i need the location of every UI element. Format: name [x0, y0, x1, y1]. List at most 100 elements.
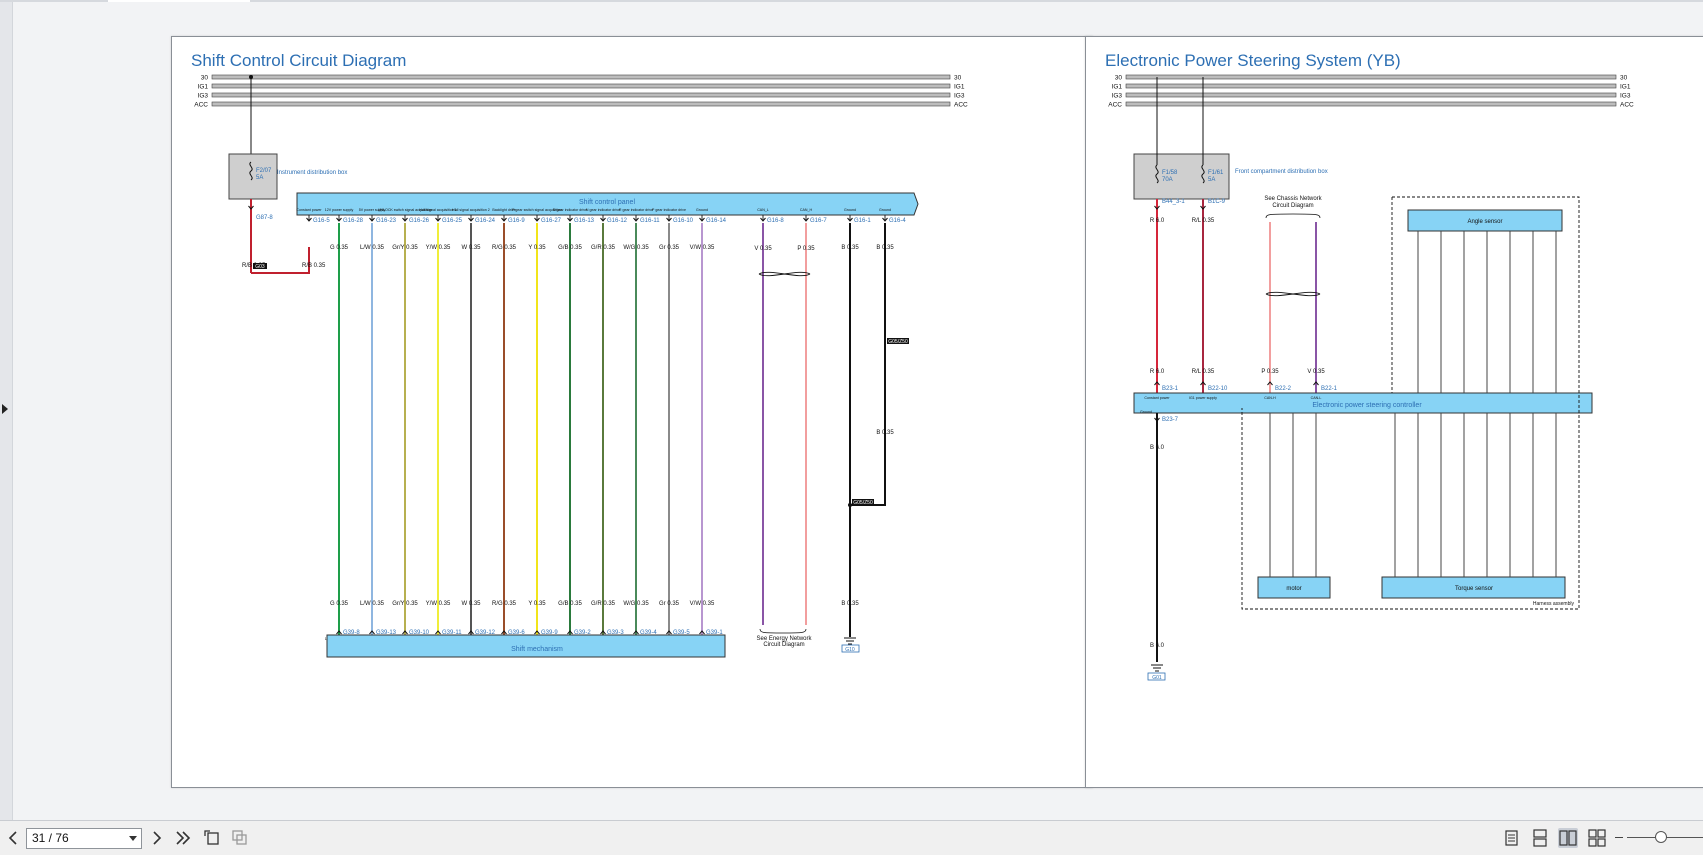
wire-label-top: G/R 0.35: [591, 245, 616, 251]
mechanism-pin-id: G39-10: [409, 630, 430, 636]
page-number-select[interactable]: 31 / 76: [26, 828, 142, 849]
connector-arrow-icon: [501, 630, 507, 635]
panel-pin-id: G16-7: [810, 218, 827, 224]
controller-pin-id: B22-2: [1275, 386, 1292, 392]
connector-arrow-icon: [336, 630, 342, 635]
wire-label: V 0.35: [754, 246, 772, 252]
power-rail-label-left: 30: [1115, 75, 1123, 82]
connector-arrow-icon: [1267, 381, 1273, 386]
splice-tag: [253, 263, 267, 269]
zoom-out-icon[interactable]: [1615, 837, 1623, 838]
panel-pin-function: 12V power supply: [325, 208, 354, 212]
ground-label: G01: [1152, 675, 1162, 681]
two-page-continuous-icon[interactable]: [1587, 828, 1607, 848]
see-energy-ref-2: Circuit Diagram: [763, 642, 804, 648]
wire-label-top: Gr/Y 0.35: [392, 245, 418, 251]
connector-arrow-icon: [369, 630, 375, 635]
ground-icon: [1151, 664, 1163, 672]
mechanism-pin-id: G39-2: [574, 630, 591, 636]
connector-arrow-icon: [633, 630, 639, 635]
wire-label: B 0.35: [841, 601, 859, 607]
power-rail-label-right: ACC: [954, 102, 968, 109]
wire-label-bottom: R 6.0: [1150, 369, 1165, 375]
power-rail-bar: [1125, 74, 1617, 80]
panel-pin-id: G16-11: [640, 218, 660, 224]
wire-label: B 0.35: [876, 245, 894, 251]
wire-red-splice: [251, 247, 310, 274]
twisted-pair-symbol: [1265, 291, 1321, 297]
power-rail-bar: [211, 74, 951, 80]
wire-label-bottom: W/G 0.35: [623, 601, 649, 607]
brace-symbol: [1265, 213, 1321, 219]
fuse-icon: [249, 161, 253, 181]
wire-label-bottom: Y/W 0.35: [426, 601, 451, 607]
page-title: Electronic Power Steering System (YB): [1105, 51, 1401, 70]
connector-arrow-icon: [402, 630, 408, 635]
single-page-view-icon[interactable]: [1501, 828, 1521, 848]
controller-ground-pin: B23-7: [1162, 417, 1179, 423]
power-rail-label-right: IG3: [1620, 93, 1631, 100]
wire-label-top: G 0.35: [330, 245, 349, 251]
mechanism-pin-id: G39-8: [343, 630, 360, 636]
fuse-rating: 70A: [1162, 177, 1173, 183]
power-rail-label-left: IG1: [198, 84, 209, 91]
page-title: Shift Control Circuit Diagram: [191, 51, 407, 70]
wire-label-bottom: Gr 0.35: [659, 601, 680, 607]
wire-label-bottom: L/W 0.35: [360, 601, 385, 607]
torque-sensor-box: [1381, 576, 1566, 599]
wire-label-bottom: V/W 0.35: [690, 601, 715, 607]
chevron-left-icon[interactable]: [4, 829, 22, 847]
power-rail-bar: [211, 83, 951, 89]
zoom-slider-handle[interactable]: [1655, 831, 1667, 843]
double-chevron-right-icon[interactable]: [174, 829, 192, 847]
sidebar-collapsed: [0, 2, 13, 820]
active-tab[interactable]: [108, 0, 250, 2]
twisted-pair-symbol: [758, 271, 811, 277]
two-page-view-icon[interactable]: [1558, 828, 1578, 848]
fuse-box-label: Front compartment distribution box: [1235, 169, 1328, 175]
wire-label-top: Y 0.35: [528, 245, 546, 251]
copy-page-icon[interactable]: [231, 829, 249, 847]
module-name: Shift control panel: [579, 199, 635, 206]
chevron-right-icon[interactable]: [148, 829, 166, 847]
wire-label-top: L/W 0.35: [360, 245, 385, 251]
fuse-id: F1/58: [1162, 170, 1178, 176]
fuse-rating: 5A: [1208, 177, 1215, 183]
angle-sensor-box: [1407, 209, 1563, 232]
panel-pin-function: N gear indicator drive: [586, 208, 620, 212]
fuse-box-shape: [228, 153, 278, 200]
wire-label: B 6.0: [1150, 643, 1165, 649]
connector-arrow-icon: [468, 630, 474, 635]
panel-pin-id: G16-14: [706, 218, 727, 224]
panel-pin-function: UNLOCK switch signal acquisition: [378, 208, 432, 212]
mechanism-pin-id: G39-11: [442, 630, 462, 636]
panel-pin-id: G16-25: [442, 218, 463, 224]
rotate-page-icon[interactable]: [203, 829, 221, 847]
continuous-view-icon[interactable]: [1530, 828, 1550, 848]
power-rail-label-right: 30: [954, 75, 962, 82]
rail-junction-dot: [249, 75, 253, 79]
mechanism-pin-id: G39-4: [640, 630, 657, 636]
shift-control-panel-module: [296, 192, 919, 216]
panel-pin-function: Backlight drive: [492, 208, 515, 212]
splice-label: G03: [255, 264, 265, 270]
expand-sidebar-icon[interactable]: [2, 404, 8, 414]
harness-outline: [1241, 196, 1580, 610]
wire-label-top: V/W 0.35: [690, 245, 715, 251]
motor-label: motor: [1286, 586, 1301, 592]
mechanism-pin-id: G39-9: [541, 630, 558, 636]
controller-pin-function: CAN-H: [1264, 396, 1276, 400]
mechanism-pin-id: G39-12: [475, 630, 496, 636]
eps-controller-module: [1133, 392, 1593, 414]
diagram-page-right: Electronic Power Steering System (YB) 30…: [1085, 36, 1703, 788]
power-rail-bar: [1125, 101, 1617, 107]
panel-pin-function: Hall signal acquisition 2: [452, 208, 490, 212]
panel-pin-function: CAN_L: [757, 208, 769, 212]
wire-label-top: Y/W 0.35: [426, 245, 451, 251]
power-rail-bar: [211, 101, 951, 107]
wire-ground-2: [850, 223, 886, 506]
ground-tag: [841, 644, 860, 653]
fuse-box-label: Instrument distribution box: [277, 170, 347, 176]
connector-arrow-icon: [666, 630, 672, 635]
